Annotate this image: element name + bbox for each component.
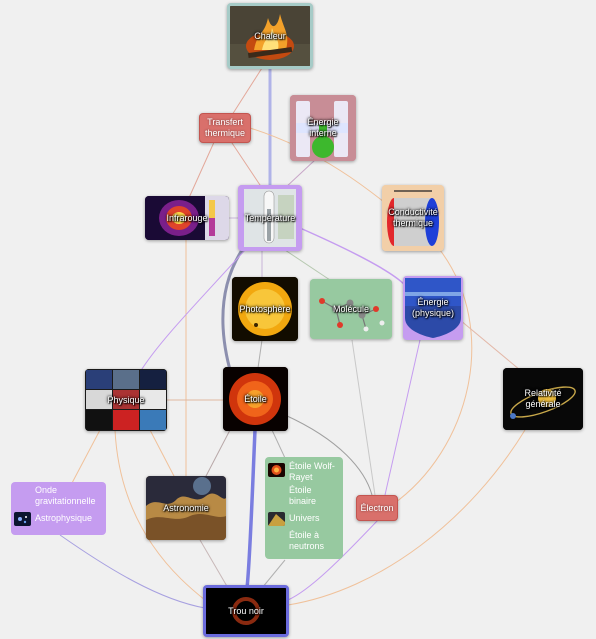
- flask-icon: [290, 95, 356, 161]
- black-hole-icon: [206, 588, 286, 634]
- node-infrarouge-label: Infrarouge: [166, 212, 208, 223]
- edge-etoile-trounoir: [245, 429, 257, 589]
- node-photosphere-label: Photosphère: [239, 303, 291, 314]
- edge-etoile-astronomie: [204, 429, 231, 479]
- group-item-etoile-binaire-label: Étoile binaire: [289, 485, 317, 506]
- galaxy-thumbnail-icon: [14, 512, 31, 526]
- node-chaleur[interactable]: Chaleur: [227, 3, 313, 69]
- campfire-icon: [230, 6, 310, 66]
- lightning-shield-icon: [403, 276, 463, 340]
- node-infrarouge[interactable]: Infrarouge: [145, 196, 229, 240]
- edge-temperature-molecule: [284, 249, 331, 281]
- node-trou-noir[interactable]: Trou noir: [203, 585, 289, 637]
- node-physique-label: Physique: [107, 394, 145, 405]
- node-temperature[interactable]: Température: [238, 185, 302, 251]
- edge-etoile-electron: [284, 414, 373, 496]
- edge-transfert-infrarouge: [187, 139, 216, 201]
- node-electron-label: Électron: [360, 502, 394, 513]
- group-item-univers-label: Univers: [289, 513, 320, 523]
- node-etoile[interactable]: Étoile: [223, 367, 288, 431]
- node-conductivite-thermique-label: Conductivité thermique: [388, 207, 438, 228]
- universe-thumbnail-icon: [268, 512, 285, 526]
- edge-relativite-trounoir: [287, 429, 526, 606]
- node-transfert-thermique-label: Transfert thermique: [204, 117, 246, 138]
- node-energie-physique-label: Énergie (physique): [411, 297, 455, 318]
- orbit-icon: [503, 368, 583, 430]
- group-item-etoile-binaire[interactable]: Étoile binaire: [265, 485, 343, 509]
- node-energie-interne-label: Énergie interne: [307, 117, 339, 138]
- group-item-etoile-a-neutrons[interactable]: Étoile à neutrons: [265, 528, 343, 554]
- group-item-etoile-wolf-rayet[interactable]: Étoile Wolf-Rayet: [265, 457, 343, 485]
- edge-energiephysique-electron: [384, 339, 421, 496]
- group-item-etoile-a-neutrons-label: Étoile à neutrons: [289, 530, 325, 551]
- node-relativite-generale[interactable]: Relativité générale: [503, 368, 583, 430]
- node-physique[interactable]: Physique: [85, 369, 167, 431]
- node-conductivite-thermique[interactable]: Conductivité thermique: [382, 185, 444, 251]
- heat-conduction-icon: [382, 185, 444, 251]
- group-item-univers[interactable]: Univers: [265, 509, 343, 528]
- node-relativite-generale-label: Relativité générale: [524, 388, 562, 409]
- physics-collage-icon: [85, 369, 167, 431]
- node-energie-physique[interactable]: Énergie (physique): [403, 276, 463, 340]
- group-item-astrophysique-label: Astrophysique: [35, 513, 93, 523]
- group-onde-astrophysique: Onde gravitationnelle Astrophysique: [11, 482, 106, 535]
- node-astronomie-label: Astronomie: [163, 502, 209, 513]
- node-electron[interactable]: Électron: [356, 495, 398, 521]
- group-item-astrophysique[interactable]: Astrophysique: [11, 509, 106, 528]
- thermal-image-icon: [145, 196, 229, 240]
- sun-icon: [232, 277, 298, 341]
- edge-physique-astronomie: [149, 429, 176, 479]
- wolf-rayet-thumbnail-icon: [268, 463, 285, 477]
- edge-electron-trounoir: [287, 519, 379, 601]
- edge-groupe-trounoir: [261, 559, 286, 589]
- node-energie-interne[interactable]: Énergie interne: [290, 95, 356, 161]
- group-item-onde-gravitationnelle-label: Onde gravitationnelle: [35, 485, 96, 506]
- edge-astronomie-trounoir: [199, 539, 229, 589]
- node-molecule-label: Molécule: [332, 303, 370, 314]
- node-trou-noir-label: Trou noir: [228, 605, 264, 616]
- edge-chaleur-transfert: [231, 67, 263, 116]
- node-transfert-thermique[interactable]: Transfert thermique: [199, 113, 251, 143]
- edge-energiephysique-relativite: [459, 319, 521, 371]
- edge-temperature-energiephysique: [299, 227, 406, 286]
- node-photosphere[interactable]: Photosphère: [232, 277, 298, 341]
- edge-physique-onde: [71, 429, 101, 484]
- group-etoiles: Étoile Wolf-Rayet Étoile binaire Univers…: [265, 457, 343, 559]
- edge-physique-trounoir: [114, 429, 206, 601]
- node-molecule[interactable]: Molécule: [310, 279, 392, 339]
- node-astronomie[interactable]: Astronomie: [146, 476, 226, 540]
- edge-photosphere-etoile: [257, 339, 263, 369]
- node-chaleur-label: Chaleur: [254, 30, 286, 41]
- edge-energieinterne-temperature: [284, 159, 316, 189]
- group-item-etoile-wolf-rayet-label: Étoile Wolf-Rayet: [289, 461, 335, 482]
- edge-temperature-physique: [139, 249, 246, 373]
- edge-molecule-electron: [351, 339, 376, 496]
- edge-etoile-groupe: [271, 429, 286, 459]
- thermometer-icon: [238, 185, 302, 251]
- edge-onde-trounoir: [59, 534, 206, 609]
- edge-transfert-temperature: [229, 139, 263, 189]
- node-temperature-label: Température: [244, 212, 296, 223]
- node-etoile-label: Étoile: [244, 393, 267, 404]
- nebula-icon: [146, 476, 226, 540]
- group-item-onde-gravitationnelle[interactable]: Onde gravitationnelle: [11, 482, 106, 509]
- molecule-icon: [310, 279, 392, 339]
- star-icon: [223, 367, 288, 431]
